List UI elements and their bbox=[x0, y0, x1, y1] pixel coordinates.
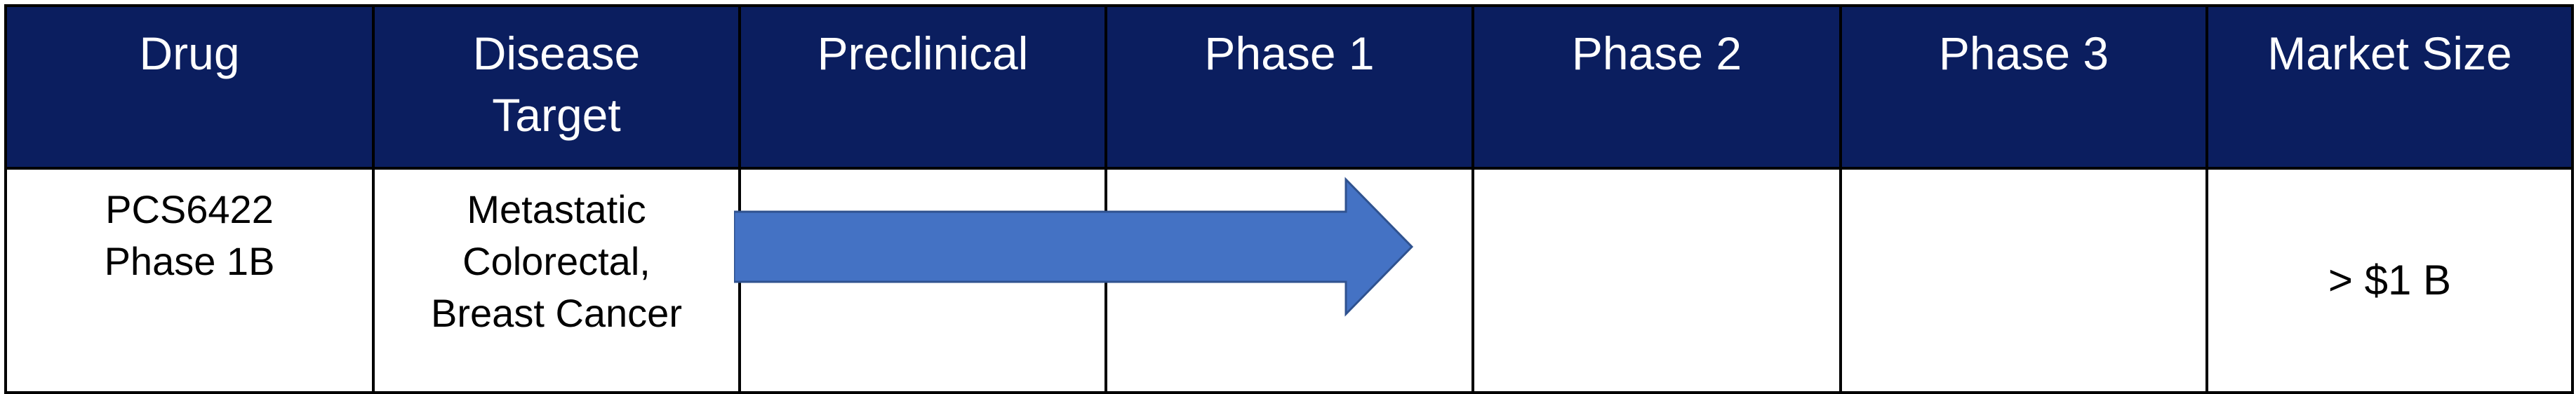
header-phase-1-line: Phase 1 bbox=[1204, 27, 1375, 79]
header-market-size-line: Market Size bbox=[2267, 27, 2512, 79]
disease-line-1: Metastatic bbox=[467, 187, 646, 231]
header-row: Drug Disease Target Preclinical Phase 1 … bbox=[4, 4, 2574, 170]
cell-market-size: > $1 B bbox=[2205, 167, 2574, 394]
header-phase-3-line: Phase 3 bbox=[1938, 27, 2109, 79]
header-phase-2-line: Phase 2 bbox=[1571, 27, 1742, 79]
header-phase-2: Phase 2 bbox=[1471, 4, 1842, 170]
disease-line-3: Breast Cancer bbox=[431, 291, 682, 335]
header-disease-target-line-1: Disease bbox=[472, 27, 641, 79]
cell-disease-target: Metastatic Colorectal, Breast Cancer bbox=[372, 167, 741, 394]
header-phase-1: Phase 1 bbox=[1105, 4, 1474, 170]
cell-phase-3 bbox=[1839, 167, 2208, 394]
progress-arrow-shape bbox=[734, 177, 1414, 317]
header-disease-target-line-2: Target bbox=[492, 89, 621, 141]
header-preclinical-line: Preclinical bbox=[817, 27, 1029, 79]
header-preclinical: Preclinical bbox=[738, 4, 1107, 170]
header-drug-line: Drug bbox=[139, 27, 240, 79]
pipeline-table-container: Drug Disease Target Preclinical Phase 1 … bbox=[4, 4, 2574, 394]
cell-phase-2 bbox=[1471, 167, 1842, 394]
header-phase-3: Phase 3 bbox=[1839, 4, 2208, 170]
market-size-value: > $1 B bbox=[2328, 257, 2452, 304]
progress-arrow bbox=[734, 177, 1414, 317]
header-market-size: Market Size bbox=[2205, 4, 2574, 170]
cell-drug: PCS6422 Phase 1B bbox=[4, 167, 375, 394]
header-disease-target: Disease Target bbox=[372, 4, 741, 170]
drug-name: PCS6422 bbox=[105, 187, 274, 231]
table-row: PCS6422 Phase 1B Metastatic Colorectal, … bbox=[4, 167, 2574, 394]
pipeline-table: Drug Disease Target Preclinical Phase 1 … bbox=[4, 4, 2574, 394]
disease-line-2: Colorectal, bbox=[462, 239, 650, 283]
drug-phase: Phase 1B bbox=[104, 239, 275, 283]
header-drug: Drug bbox=[4, 4, 375, 170]
